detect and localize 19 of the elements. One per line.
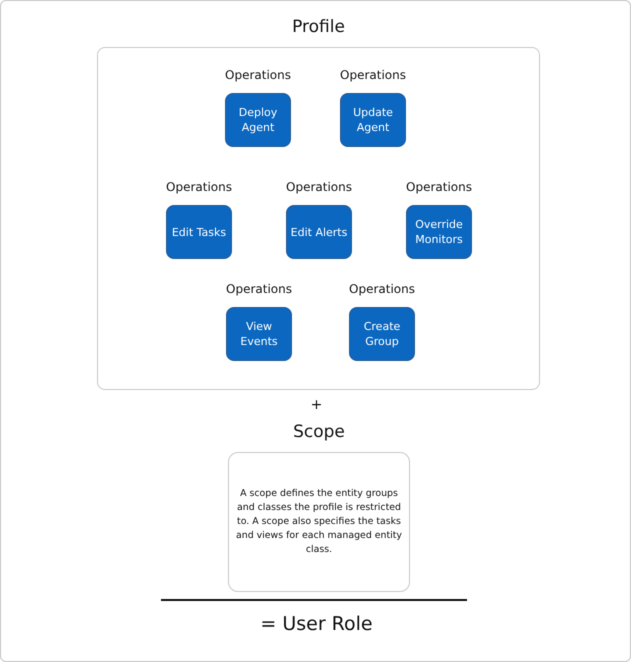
operation-box: Override Monitors [406,205,472,259]
operation-box: Edit Tasks [166,205,232,259]
operations-heading: Operations [339,68,407,82]
operations-heading: Operations [224,68,292,82]
operation-box: Edit Alerts [286,205,352,259]
operations-heading: Operations [165,180,233,194]
operation-box: Update Agent [340,93,406,147]
operations-heading: Operations [348,282,416,296]
operations-heading: Operations [405,180,473,194]
plus-sign: + [310,397,324,413]
operation-box: View Events [226,307,292,361]
operation-box: Deploy Agent [225,93,291,147]
scope-description: A scope defines the entity groups and classes the profile is restricted to. A scope also specifies the tasks and views for each managed entity class. [235,487,403,557]
section-heading: Scope [292,422,346,442]
operations-heading: Operations [285,180,353,194]
operation-box: Create Group [349,307,415,361]
section-heading: Profile [291,17,346,37]
result-label: = User Role [259,613,374,635]
operations-heading: Operations [225,282,293,296]
